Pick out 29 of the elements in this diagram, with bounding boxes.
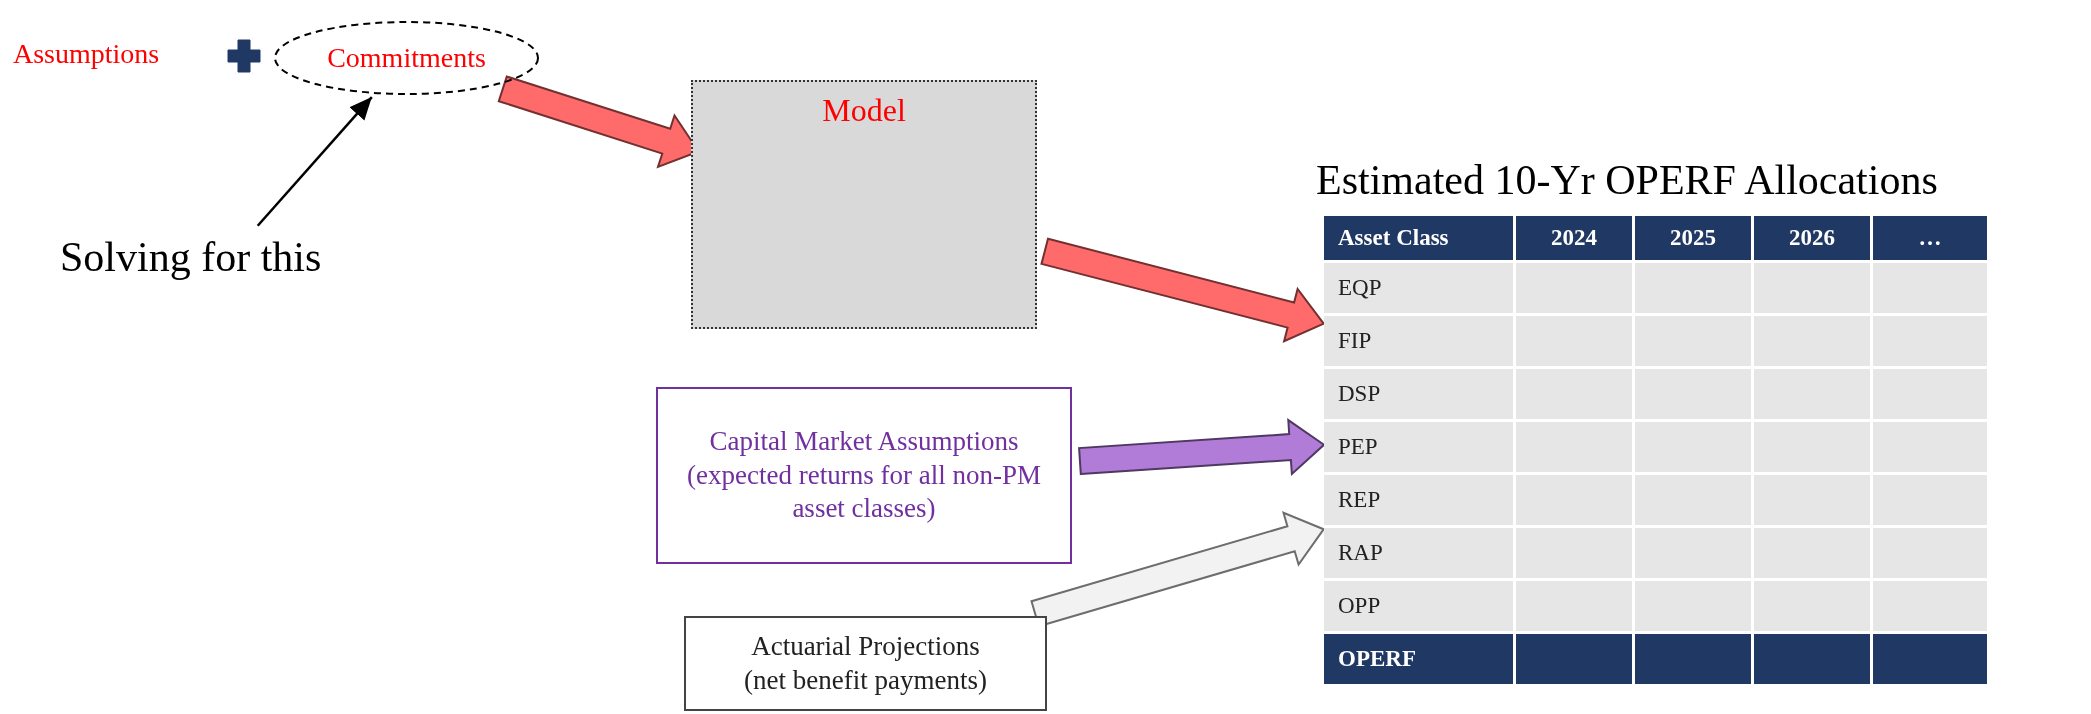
box-title: Model — [822, 92, 906, 129]
block-arrow — [1030, 511, 1326, 628]
total-row-cell: OPERF — [1324, 634, 1513, 684]
model-box — [691, 80, 1037, 329]
box-text: (expected returns for all non-PM asset classes) — [686, 458, 1042, 526]
box-text: Capital Market Assumptions — [709, 424, 1019, 458]
header-cell: Asset Class — [1324, 216, 1513, 260]
row-label-cell: REP — [1324, 475, 1513, 525]
header-cell: 2026 — [1754, 216, 1870, 260]
caption-text: Solving for this — [60, 233, 322, 281]
input-box — [684, 616, 1047, 711]
box-text: Actuarial Projections — [751, 629, 980, 663]
ellipse-label: Commitments — [327, 42, 486, 74]
leader-arrow — [256, 96, 373, 227]
row-label-cell: OPP — [1324, 581, 1513, 631]
table-title: Estimated 10-Yr OPERF Allocations — [1316, 156, 1938, 205]
row-label-cell: EQP — [1324, 263, 1513, 313]
input-box — [656, 387, 1072, 564]
row-label-cell: RAP — [1324, 528, 1513, 578]
header-cell: 2025 — [1635, 216, 1751, 260]
row-label-cell: DSP — [1324, 369, 1513, 419]
box-text: (net benefit payments) — [744, 663, 987, 697]
label-text: Assumptions — [13, 38, 160, 70]
row-label-cell: FIP — [1324, 316, 1513, 366]
row-label-cell: PEP — [1324, 422, 1513, 472]
header-cell: 2024 — [1516, 216, 1632, 260]
header-cell: … — [1873, 216, 1987, 260]
block-arrow — [1078, 418, 1326, 477]
block-arrow — [1040, 237, 1326, 343]
